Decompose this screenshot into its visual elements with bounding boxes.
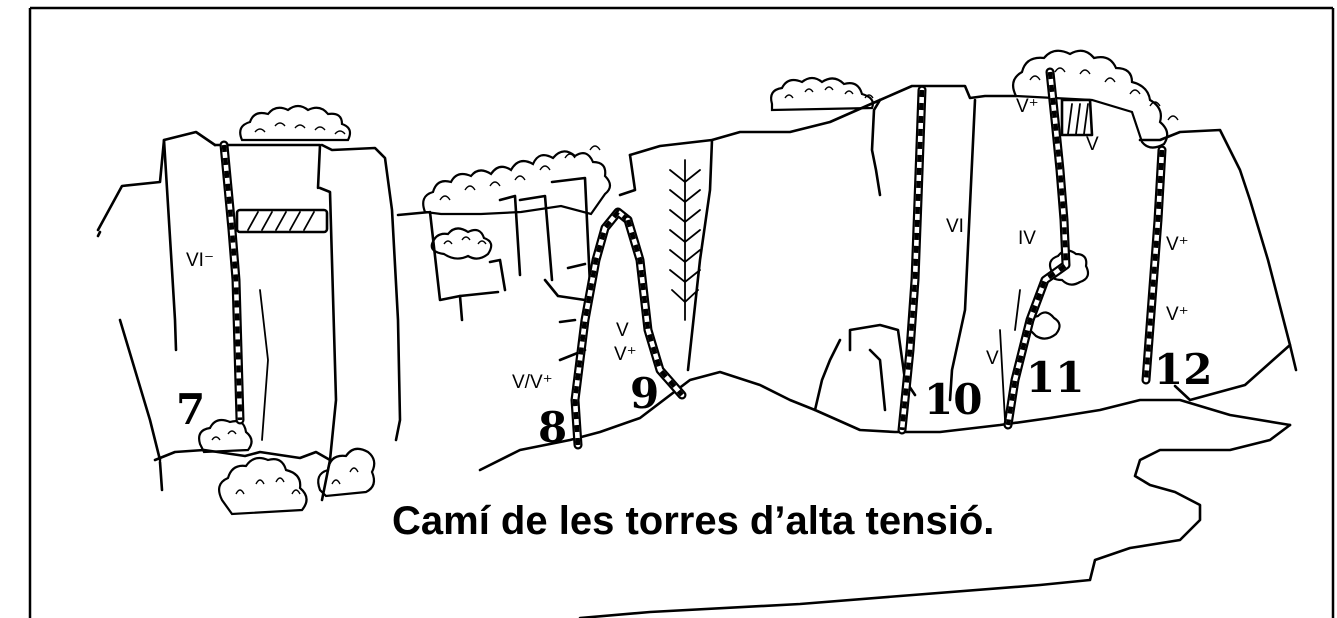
route-7-number: 7: [176, 385, 205, 434]
route-9-grade-upper: V: [616, 320, 629, 341]
route-8-number: 8: [538, 403, 567, 452]
roof-features: [235, 98, 1094, 234]
frame: [28, 6, 1335, 618]
route-9-number: 9: [630, 369, 659, 418]
route-12-grade-lower: V⁺: [1166, 304, 1189, 325]
route-11-grade-middle: IV: [1018, 228, 1036, 249]
route-10-grade: VI: [946, 216, 964, 237]
route-9-grade-lower: V⁺: [614, 344, 637, 365]
route-11-grade-top: V⁺: [1016, 96, 1039, 117]
route-12-number: 12: [1154, 345, 1212, 394]
path-label: Camí de les torres d’alta tensió.: [392, 499, 994, 543]
rock-outlines: [96, 84, 1298, 618]
route-11-grade-upper: V: [1086, 134, 1099, 155]
arete-detail: [669, 159, 701, 321]
route-11-number: 11: [1026, 353, 1084, 402]
route-10-number: 10: [924, 375, 982, 424]
route-12-grade-upper: V⁺: [1166, 234, 1189, 255]
route-lines: [219, 67, 1167, 450]
route-8-grade: V/V⁺: [512, 372, 553, 393]
vegetation: [198, 49, 1179, 516]
route-7-grade: VI⁻: [186, 250, 214, 271]
route-11-grade-lower: V: [986, 348, 999, 369]
